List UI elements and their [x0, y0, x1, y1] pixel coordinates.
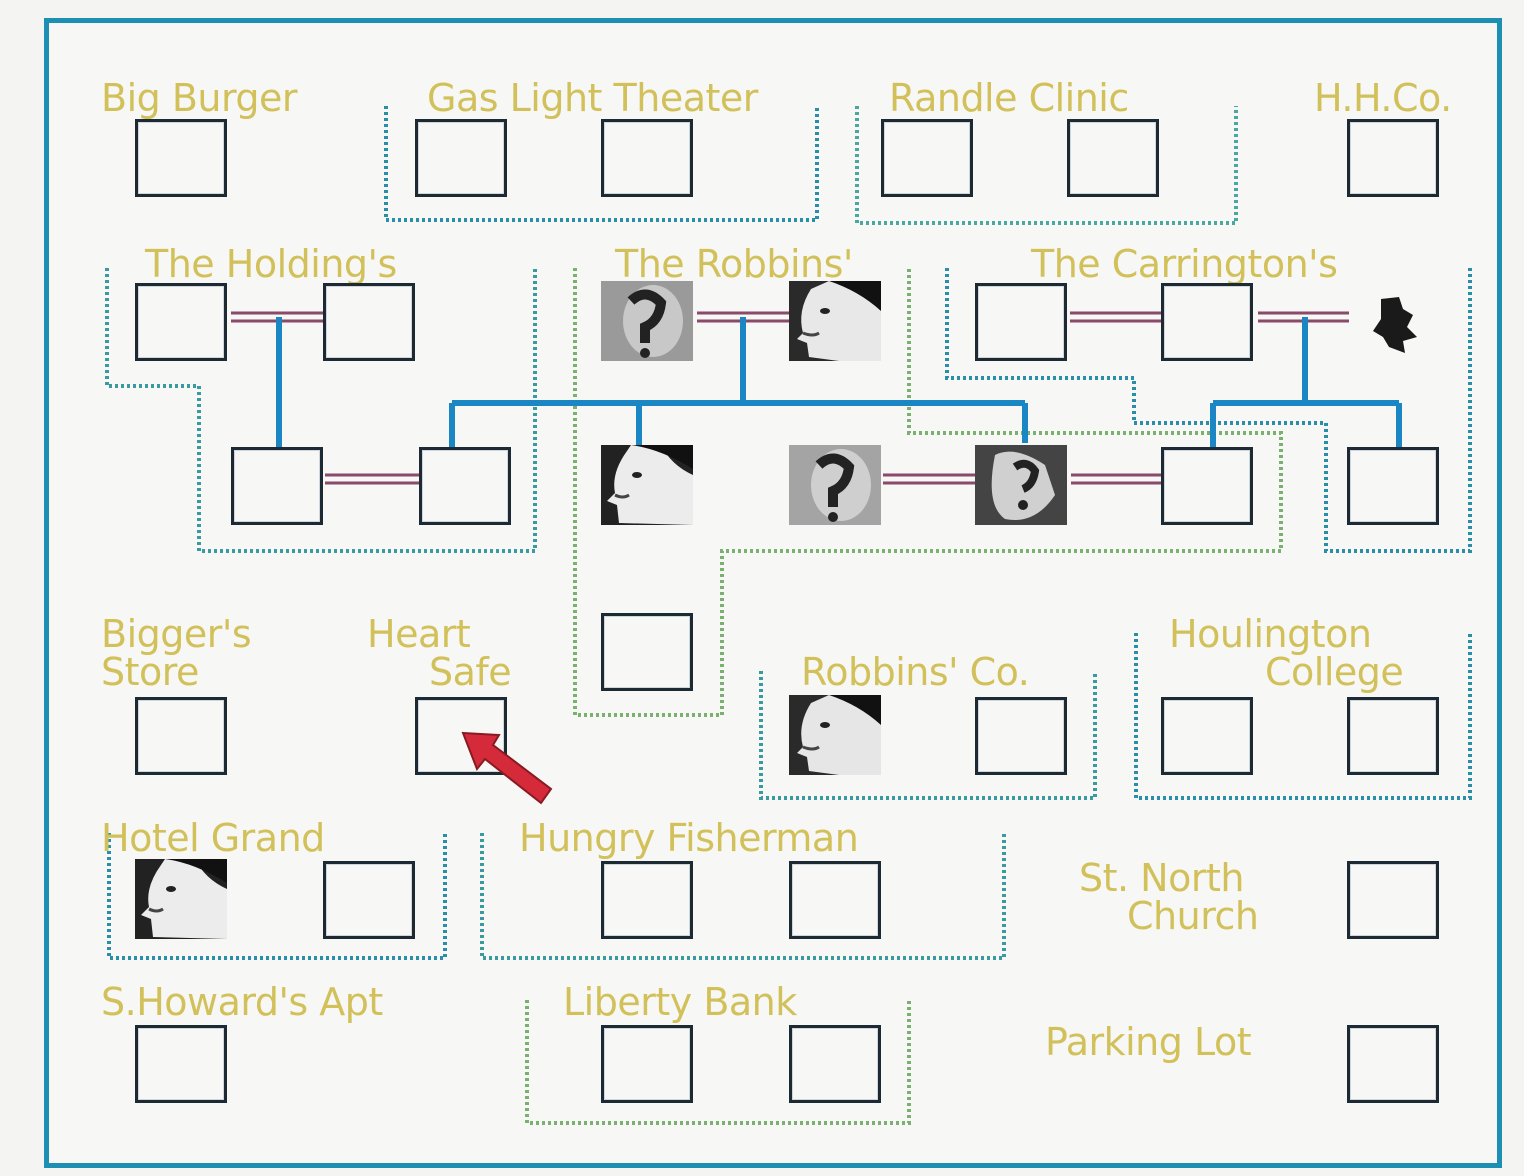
slot-hungry-fisherman-2[interactable] [789, 861, 881, 939]
label-houlington-2: College [1265, 653, 1403, 691]
child-line-robbins [452, 317, 1025, 449]
slot-hh-co[interactable] [1347, 119, 1439, 197]
silhouette-icon [1359, 293, 1429, 363]
slot-liberty-bank-1[interactable] [601, 1025, 693, 1103]
slot-randle-clinic-2[interactable] [1067, 119, 1159, 197]
label-liberty-bank: Liberty Bank [563, 983, 797, 1021]
slot-robbins-co-2[interactable] [975, 697, 1067, 775]
slot-robbins-co-1[interactable] [789, 695, 881, 775]
slot-liberty-bank-2[interactable] [789, 1025, 881, 1103]
slot-carringtons-parent-2[interactable] [1161, 283, 1253, 361]
slot-carringtons-child-2[interactable] [1347, 447, 1439, 525]
marriage-line-middle-right [1071, 475, 1166, 483]
slot-robbins-child-2[interactable] [601, 613, 693, 691]
slot-hotel-grand-1[interactable] [135, 859, 227, 939]
face-portrait-icon [601, 445, 693, 525]
slot-gaslight-theater-1[interactable] [415, 119, 507, 197]
question-face-icon [789, 445, 881, 525]
slot-houlington-college-2[interactable] [1347, 697, 1439, 775]
slot-holdings-child-2[interactable] [419, 447, 511, 525]
slot-gaslight-theater-2[interactable] [601, 119, 693, 197]
slot-randle-clinic-1[interactable] [881, 119, 973, 197]
label-randle-clinic: Randle Clinic [889, 79, 1129, 117]
label-st-north-church-1: St. North [1079, 859, 1244, 897]
label-robbins-co: Robbins' Co. [801, 653, 1029, 691]
slot-carringtons-child-1[interactable] [1161, 447, 1253, 525]
town-map-board: Big Burger Gas Light Theater Randle Clin… [44, 18, 1502, 1168]
face-portrait-icon [135, 859, 227, 939]
label-heart-safe-1: Heart [367, 615, 470, 653]
red-arrow-pointer-icon[interactable] [459, 729, 559, 809]
marriage-line-carringtons-left [1070, 313, 1166, 321]
slot-st-north-church[interactable] [1347, 861, 1439, 939]
slot-parking-lot[interactable] [1347, 1025, 1439, 1103]
slot-robbins-parent-1[interactable] [601, 281, 693, 361]
question-face-icon [975, 445, 1067, 525]
slot-biggers-store[interactable] [135, 697, 227, 775]
question-face-icon [601, 281, 693, 361]
slot-carringtons-parent-1[interactable] [975, 283, 1067, 361]
marriage-line-middle-left [883, 475, 977, 483]
label-st-north-church-2: Church [1127, 897, 1258, 935]
label-heart-safe-2: Safe [429, 653, 511, 691]
slot-big-burger[interactable] [135, 119, 227, 197]
label-houlington-1: Houlington [1169, 615, 1371, 653]
label-parking-lot: Parking Lot [1045, 1023, 1251, 1061]
label-hotel-grand: Hotel Grand [101, 819, 325, 857]
label-big-burger: Big Burger [101, 79, 297, 117]
slot-holdings-child-1[interactable] [231, 447, 323, 525]
label-the-carringtons: The Carrington's [1031, 245, 1337, 283]
slot-holdings-parent-2[interactable] [323, 283, 415, 361]
face-portrait-icon [789, 281, 881, 361]
label-hh-co: H.H.Co. [1314, 79, 1452, 117]
slot-middle-spouse-1[interactable] [789, 445, 881, 525]
slot-houlington-college-1[interactable] [1161, 697, 1253, 775]
marriage-line-holdings-bottom [325, 475, 421, 483]
slot-hungry-fisherman-1[interactable] [601, 861, 693, 939]
face-portrait-icon [789, 695, 881, 775]
label-hungry-fisherman: Hungry Fisherman [519, 819, 858, 857]
label-biggers-store-1: Bigger's [101, 615, 251, 653]
label-biggers-store-2: Store [101, 653, 199, 691]
slot-holdings-parent-1[interactable] [135, 283, 227, 361]
slot-robbins-child-1[interactable] [601, 445, 693, 525]
slot-middle-spouse-2[interactable] [975, 445, 1067, 525]
label-the-robbins: The Robbins' [615, 245, 853, 283]
label-the-holdings: The Holding's [145, 245, 397, 283]
label-s-howards-apt: S.Howard's Apt [101, 983, 383, 1021]
label-gaslight-theater: Gas Light Theater [427, 79, 758, 117]
slot-s-howards-apt[interactable] [135, 1025, 227, 1103]
slot-robbins-parent-2[interactable] [789, 281, 881, 361]
slot-hotel-grand-2[interactable] [323, 861, 415, 939]
